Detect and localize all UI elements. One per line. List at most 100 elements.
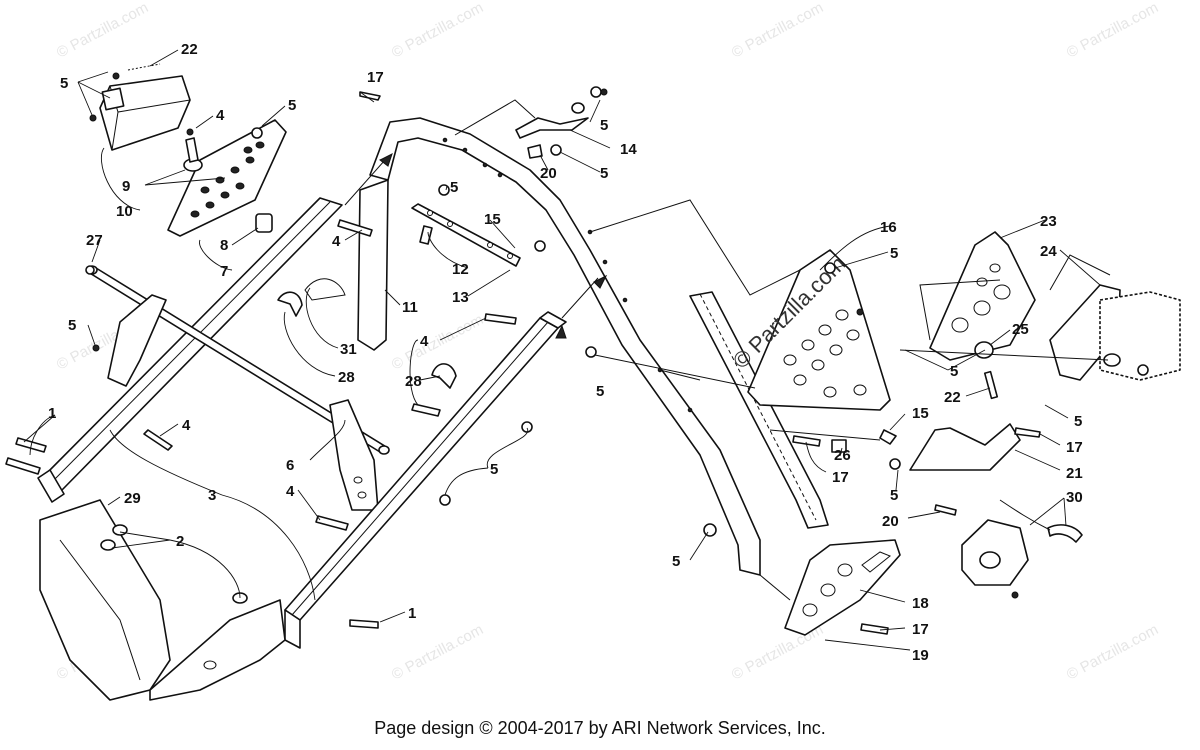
callout-3: 3 <box>208 487 216 504</box>
callout-17: 17 <box>912 621 929 638</box>
callout-30: 30 <box>1066 489 1083 506</box>
plate-18 <box>784 539 901 636</box>
bolt-20a <box>527 144 543 159</box>
clip-26 <box>831 439 847 453</box>
callout-20: 20 <box>882 513 899 530</box>
callout-9: 9 <box>122 178 130 195</box>
page-design-footer: Page design © 2004-2017 by ARI Network S… <box>374 718 826 738</box>
module-24 <box>1049 284 1181 381</box>
strap-31 <box>304 278 346 301</box>
bolt-17c <box>1014 427 1041 438</box>
callout-2: 2 <box>176 533 184 550</box>
callout-13: 13 <box>452 289 469 306</box>
bolt-4d <box>143 429 173 451</box>
watermark: © Partzilla.com <box>389 0 486 62</box>
watermark: © Partzilla.com <box>389 621 486 683</box>
callout-14: 14 <box>620 141 637 158</box>
callout-25: 25 <box>1012 321 1029 338</box>
plate-holes <box>190 141 265 218</box>
callout-5: 5 <box>950 363 958 380</box>
watermark: © Partzilla.com <box>389 311 486 373</box>
callout-10: 10 <box>116 203 133 220</box>
frame-casting-left <box>39 499 286 701</box>
callout-19: 19 <box>912 647 929 664</box>
screw-12 <box>419 225 433 245</box>
clamp-28 <box>277 291 303 317</box>
bracket-21 <box>909 423 1021 471</box>
callout-5: 5 <box>68 317 76 334</box>
callout-5: 5 <box>596 383 604 400</box>
callout-5: 5 <box>288 97 296 114</box>
watermark: © Partzilla.com <box>729 0 826 62</box>
callout-16: 16 <box>880 219 897 236</box>
callout-5: 5 <box>450 179 458 196</box>
bolt-1c <box>349 619 379 629</box>
bolt-17b <box>792 435 821 447</box>
callout-28: 28 <box>338 369 355 386</box>
actuator-assembly <box>961 519 1083 599</box>
right-channel <box>689 291 829 529</box>
gusset-6 <box>329 399 379 511</box>
callout-4: 4 <box>420 333 429 350</box>
watermark: © Partzilla.com <box>54 0 151 62</box>
lower-rail-3 <box>284 311 567 649</box>
bolt-4c <box>484 313 517 325</box>
callout-23: 23 <box>1040 213 1057 230</box>
callout-26: 26 <box>834 447 851 464</box>
callout-28: 28 <box>405 373 422 390</box>
callout-31: 31 <box>340 341 357 358</box>
callout-5: 5 <box>1074 413 1082 430</box>
bolt-17 <box>359 91 381 101</box>
callout-5: 5 <box>60 75 68 92</box>
callout-29: 29 <box>124 490 141 507</box>
clip-22 <box>983 370 999 400</box>
bracket-14 <box>515 88 608 139</box>
callout-6: 6 <box>286 457 294 474</box>
bolt-4e <box>315 515 349 531</box>
callout-18: 18 <box>912 595 929 612</box>
callout-11: 11 <box>402 299 418 316</box>
callout-1: 1 <box>48 405 56 422</box>
leader-lines <box>23 49 1101 651</box>
callout-15: 15 <box>912 405 929 422</box>
watermark: © Partzilla.com <box>1064 0 1161 62</box>
callout-24: 24 <box>1040 243 1057 260</box>
callout-5: 5 <box>600 117 608 134</box>
left-gusset <box>92 294 167 387</box>
upper-arch-tube <box>357 117 761 576</box>
callout-4: 4 <box>332 233 341 250</box>
callout-21: 21 <box>1066 465 1083 482</box>
callout-20: 20 <box>540 165 557 182</box>
callout-4: 4 <box>182 417 191 434</box>
callout-8: 8 <box>220 237 228 254</box>
clip-30 <box>1047 524 1083 543</box>
callout-17: 17 <box>367 69 384 86</box>
callout-4: 4 <box>216 107 225 124</box>
plate-23 <box>929 231 1036 361</box>
callout-27: 27 <box>86 232 103 249</box>
bracket-12 <box>411 203 521 267</box>
callout-12: 12 <box>452 261 469 278</box>
callout-5: 5 <box>490 461 498 478</box>
plate-16-holes <box>783 309 867 398</box>
bolt-17d <box>860 623 889 635</box>
callout-5: 5 <box>600 165 608 182</box>
control-module <box>89 63 191 151</box>
callout-22: 22 <box>944 389 961 406</box>
triangle-plate-16 <box>747 249 891 411</box>
assembly-lines <box>344 99 1111 601</box>
watermark: © Partzilla.com <box>1064 621 1161 683</box>
callout-15: 15 <box>484 211 501 228</box>
mounting-plate-7 <box>167 119 287 237</box>
callout-22: 22 <box>181 41 198 58</box>
bolt-4b <box>337 219 373 237</box>
relay-8 <box>255 213 273 233</box>
hardware <box>5 86 1149 635</box>
bolt-4 <box>185 137 199 163</box>
callout-5: 5 <box>890 245 898 262</box>
clamp-28b <box>431 363 457 389</box>
bolt-4f <box>411 403 441 417</box>
nut-15 <box>879 429 897 445</box>
callout-labels: 22 5 4 5 9 10 8 7 27 17 5 14 20 5 5 15 1… <box>48 41 1083 664</box>
